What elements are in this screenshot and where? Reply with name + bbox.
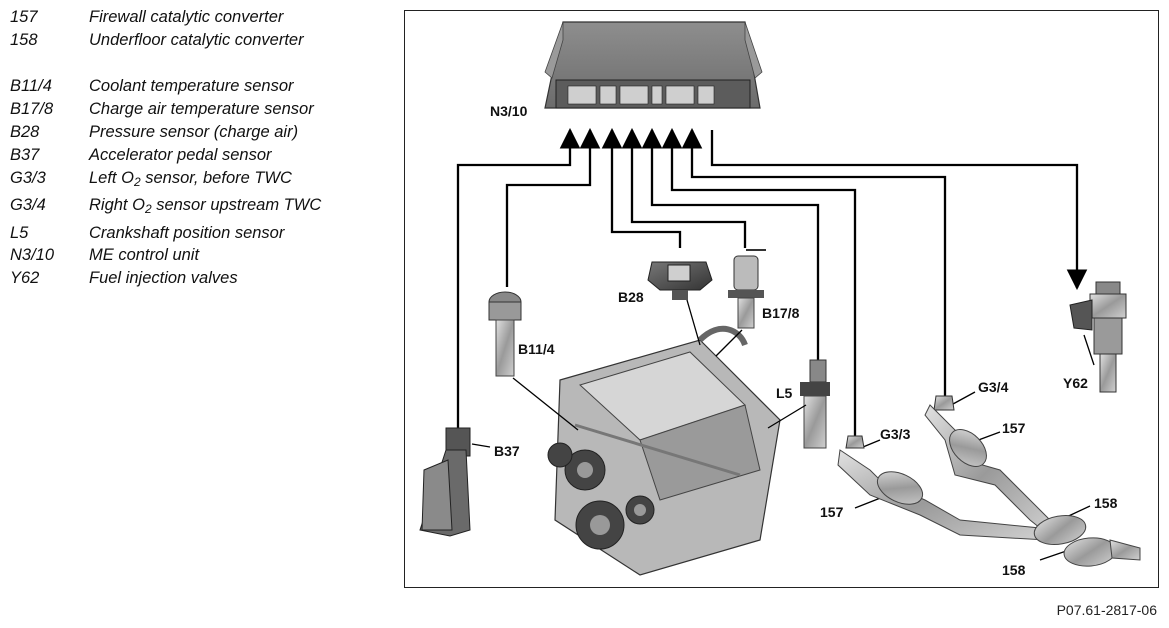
ecu-n3-10 [544, 21, 763, 109]
legend-desc: Charge air temperature sensor [89, 100, 314, 118]
fuel-injector-y62 [1069, 281, 1127, 393]
callout-b11-4: B11/4 [518, 341, 555, 357]
legend-desc: Fuel injection valves [89, 269, 238, 287]
pressure-sensor-b28 [647, 261, 713, 300]
callout-l5: L5 [776, 385, 793, 401]
signal-lines [456, 127, 1088, 438]
diagram-frame [404, 10, 1159, 588]
callout-157-left: 157 [820, 504, 844, 520]
callout-157-right: 157 [1002, 420, 1026, 436]
catalytic-converter-157-right [949, 429, 987, 467]
callout-158-upper: 158 [1094, 495, 1118, 511]
legend-desc: Pressure sensor (charge air) [89, 123, 299, 141]
legend-desc: ME control unit [89, 246, 200, 264]
engine [547, 325, 781, 576]
legend-code: G3/4 [10, 196, 46, 214]
accelerator-pedal-b37 [419, 427, 471, 537]
figure-reference: P07.61-2817-06 [1056, 602, 1157, 618]
callout-b37: B37 [494, 443, 520, 459]
crankshaft-sensor-l5 [800, 359, 830, 449]
legend-code: B11/4 [10, 77, 52, 95]
legend-code: B17/8 [10, 100, 54, 118]
legend-desc: Left O2 sensor, before TWC [89, 169, 292, 189]
legend-desc: Accelerator pedal sensor [89, 146, 272, 164]
callout-n3-10: N3/10 [490, 103, 528, 119]
coolant-temp-sensor-b11-4 [488, 291, 522, 377]
o2-sensor-g3-3 [845, 435, 865, 449]
legend-desc: Crankshaft position sensor [89, 224, 285, 242]
callout-158-lower: 158 [1002, 562, 1026, 578]
callout-g3-4: G3/4 [978, 379, 1009, 395]
legend-code: 157 [10, 8, 38, 26]
legend-code: B37 [10, 146, 40, 164]
legend-code: Y62 [10, 269, 40, 287]
catalytic-converter-158-upper [1033, 514, 1087, 546]
legend-code: L5 [10, 224, 29, 242]
legend-desc: Right O2 sensor upstream TWC [89, 196, 322, 216]
legend-desc: Underfloor catalytic converter [89, 31, 304, 49]
legend-code: 158 [10, 31, 38, 49]
charge-air-temp-sensor-b17-8 [728, 249, 766, 329]
legend-code: N3/10 [10, 246, 55, 264]
callout-b17-8: B17/8 [762, 305, 800, 321]
callout-y62: Y62 [1063, 375, 1088, 391]
legend-desc: Firewall catalytic converter [89, 8, 284, 26]
o2-sensor-g3-4 [933, 395, 955, 411]
callout-b28: B28 [618, 289, 644, 305]
legend-code: G3/3 [10, 169, 46, 187]
legend-code: B28 [10, 123, 40, 141]
exhaust-system [837, 404, 1141, 567]
legend-desc: Coolant temperature sensor [89, 77, 294, 95]
callout-g3-3: G3/3 [880, 426, 911, 442]
catalytic-converter-157-left [876, 471, 924, 505]
